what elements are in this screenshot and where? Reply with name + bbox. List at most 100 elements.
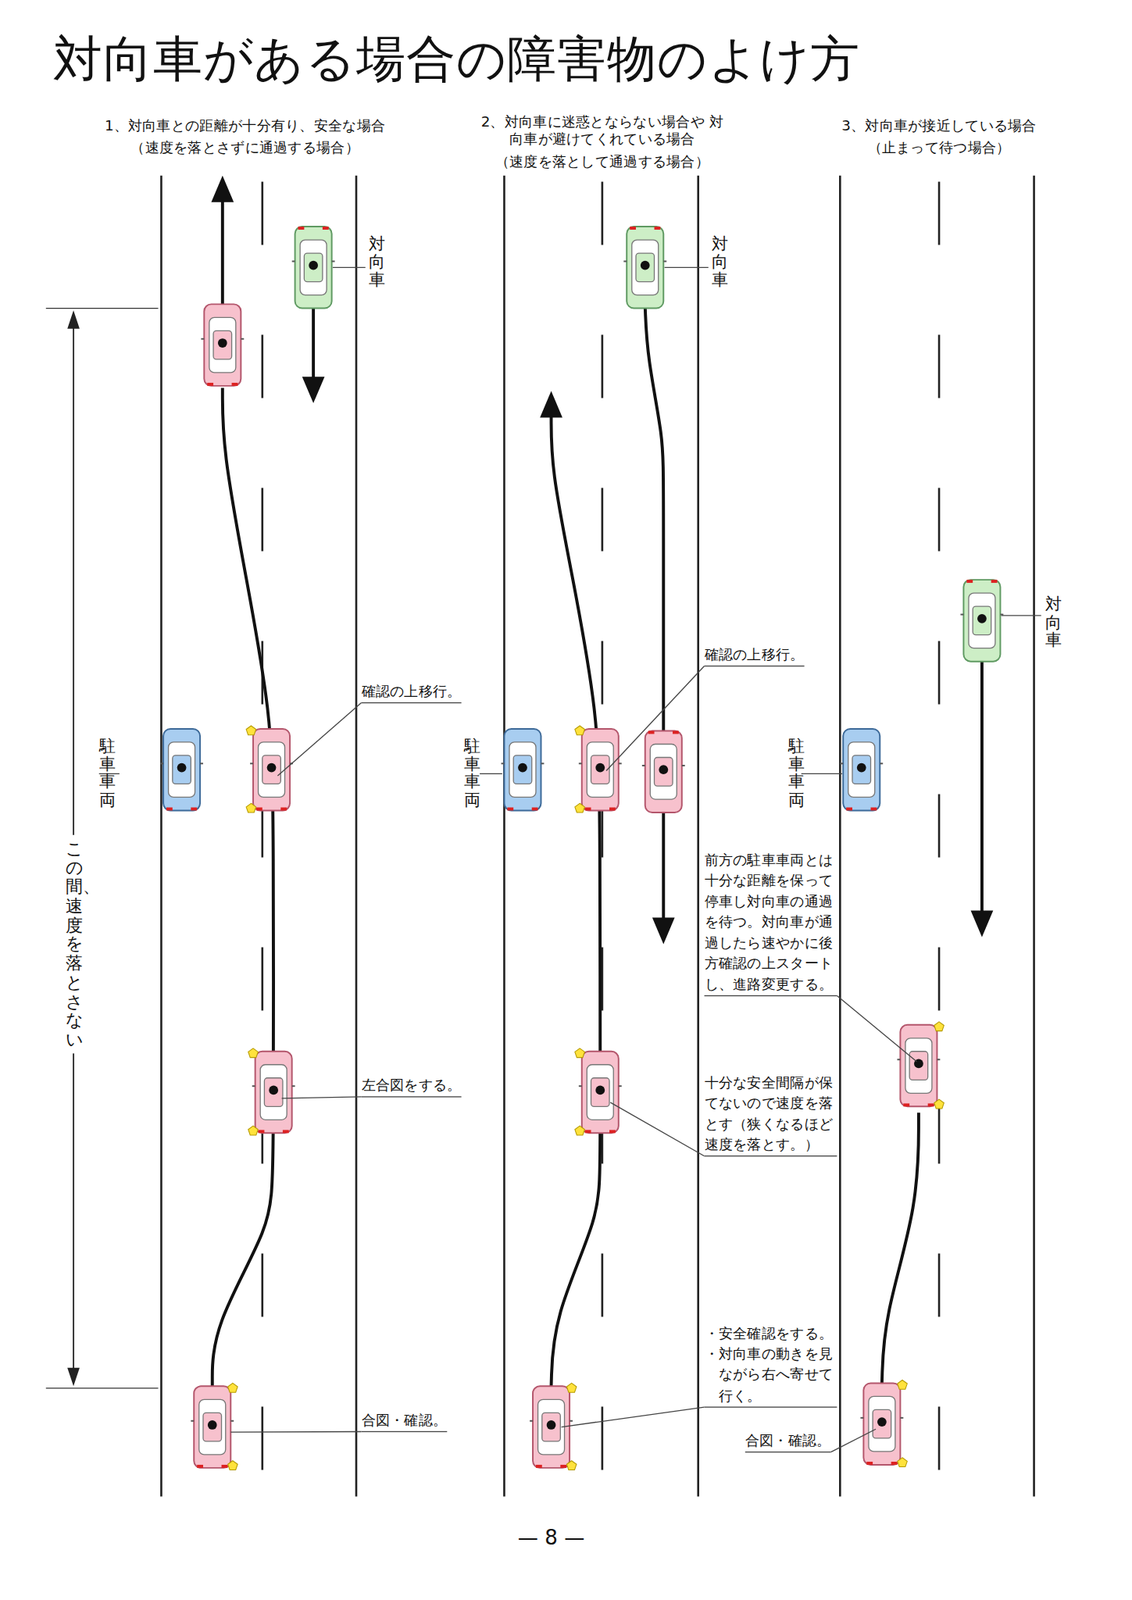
car xyxy=(190,1382,238,1470)
tail-light xyxy=(609,1129,616,1133)
leader-line xyxy=(561,1406,705,1427)
driver-dot xyxy=(308,260,318,271)
tail-light xyxy=(871,807,878,811)
tail-light xyxy=(507,807,514,811)
callout-note: 左合図をする。 xyxy=(361,1074,462,1098)
blinker xyxy=(248,1125,259,1136)
car xyxy=(529,1382,577,1470)
car xyxy=(160,728,204,811)
vehicle-label: 対向車 xyxy=(368,235,386,290)
tail-light xyxy=(903,1103,910,1107)
car-body xyxy=(503,728,541,811)
leader-line xyxy=(479,773,503,775)
blinker xyxy=(574,1125,586,1136)
travel-path xyxy=(980,661,984,915)
car-body xyxy=(645,731,683,814)
tail-light xyxy=(928,1103,935,1107)
column-heading: 3、対向車が接近している場合 xyxy=(785,115,1093,137)
car-body xyxy=(163,728,200,811)
callout-note: 合図・確認。 xyxy=(745,1430,832,1454)
car-roof xyxy=(872,1409,892,1439)
car-cabin xyxy=(586,1064,614,1121)
car xyxy=(623,226,667,309)
callout-note: ・安全確認をする。 xyxy=(704,1322,834,1344)
car-cabin xyxy=(299,239,327,296)
leader-line xyxy=(1001,614,1042,616)
mirror xyxy=(199,762,204,765)
tail-light xyxy=(280,807,287,811)
column-heading: 2、対向車に迷惑とならない場合や 対向車が避けてくれている場合 xyxy=(474,113,731,148)
leader-line xyxy=(836,996,917,1062)
road-edge xyxy=(696,175,700,1497)
leader-line xyxy=(801,773,843,775)
leader-line xyxy=(277,703,361,776)
tail-light xyxy=(258,1129,265,1133)
tail-light xyxy=(585,1129,592,1133)
car xyxy=(501,728,545,811)
tail-light xyxy=(560,1464,567,1468)
blinker xyxy=(566,1382,577,1393)
tail-light xyxy=(672,731,679,735)
arrowhead xyxy=(302,376,325,404)
callout-note: 十分な安全間隔が保てないので速度を落とす（狭くなるほど速度を落とす。） xyxy=(704,1071,838,1157)
tail-light xyxy=(256,807,263,811)
tail-light xyxy=(207,382,214,386)
arrowhead xyxy=(210,175,234,203)
cars xyxy=(160,226,1004,1470)
tail-light xyxy=(891,1461,898,1465)
callout-note: 確認の上移行。 xyxy=(704,643,805,667)
car xyxy=(839,728,883,811)
car-body xyxy=(295,226,333,309)
arrowhead xyxy=(67,310,80,329)
tail-light xyxy=(966,579,973,583)
car xyxy=(292,226,336,309)
road-edge xyxy=(1032,175,1036,1497)
mirror xyxy=(879,762,883,765)
tail-light xyxy=(221,1464,229,1468)
car-roof xyxy=(264,1078,283,1108)
blinker xyxy=(897,1379,908,1390)
car xyxy=(860,1379,908,1467)
leader-line xyxy=(610,1102,704,1157)
travel-path xyxy=(645,306,665,919)
road-edge xyxy=(503,175,506,1497)
driver-dot xyxy=(268,1085,279,1096)
mirror xyxy=(623,260,627,263)
vehicle-label: 駐車車両 xyxy=(464,736,481,809)
tail-light xyxy=(535,1464,543,1468)
blinker xyxy=(574,803,586,813)
tail-light xyxy=(232,382,239,386)
tail-light xyxy=(846,807,853,811)
car-cabin xyxy=(258,742,286,798)
arrowhead xyxy=(652,917,675,945)
car-roof xyxy=(262,755,282,785)
lane-line xyxy=(260,182,264,1497)
mirror xyxy=(618,1085,622,1087)
column-heading: 1、対向車との距離が十分有り、安全な場合 xyxy=(82,115,409,137)
tail-light xyxy=(190,807,197,811)
car-body xyxy=(963,579,1000,662)
car-cabin xyxy=(848,742,875,798)
mirror xyxy=(899,1417,904,1419)
dimension-tick xyxy=(46,307,159,309)
tail-light xyxy=(585,807,592,811)
tail-light xyxy=(609,807,616,811)
driver-dot xyxy=(267,763,277,773)
driver-dot xyxy=(877,1417,887,1427)
tail-light xyxy=(322,226,329,230)
mirror xyxy=(578,762,583,765)
car-roof xyxy=(513,755,533,785)
car-roof xyxy=(654,757,674,786)
arrowhead xyxy=(971,910,994,937)
tail-light xyxy=(196,1464,204,1468)
driver-dot xyxy=(546,1420,557,1430)
car-body xyxy=(582,728,619,811)
dimension-tick xyxy=(46,1387,159,1389)
driver-dot xyxy=(517,763,528,773)
car-cabin xyxy=(509,742,536,798)
mirror xyxy=(936,1058,940,1061)
car-cabin xyxy=(868,1396,896,1452)
mirror xyxy=(642,764,646,767)
mirror xyxy=(249,762,254,765)
